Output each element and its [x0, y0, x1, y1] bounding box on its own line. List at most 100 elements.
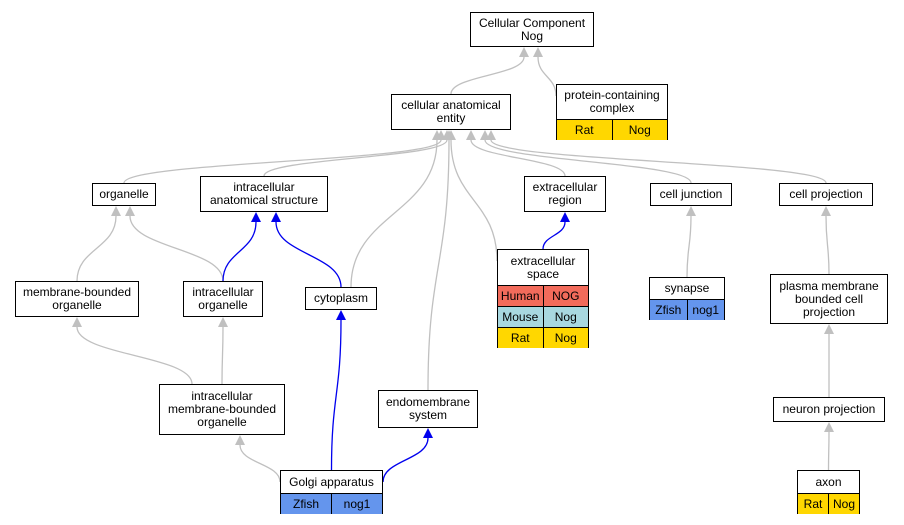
edge-arrowhead	[72, 317, 82, 327]
edge-arrowhead	[336, 310, 346, 320]
node-organelle[interactable]: organelle	[92, 183, 156, 206]
node-label: organelle	[99, 187, 149, 201]
node-label: protein-containing complex	[564, 88, 660, 115]
node-label: neuron projection	[782, 402, 876, 416]
edge-cyto-to-anat	[350, 139, 438, 288]
edge-organelle-to-anat	[123, 139, 442, 184]
node-label: intracellular membrane-bounded organelle	[167, 389, 277, 429]
edge-ias-to-anat	[263, 139, 448, 177]
species-rat: Rat	[798, 494, 828, 514]
edge-cj-to-anat	[484, 139, 692, 184]
ortholog-row: Rat Nog	[798, 493, 859, 514]
edge-pcc-to-root	[537, 56, 557, 97]
node-protein-containing-complex[interactable]: protein-containing complex Rat Nog	[556, 84, 668, 140]
node-cytoplasm[interactable]: cytoplasm	[305, 287, 377, 310]
node-label: axon	[815, 474, 842, 489]
edge-imbo-to-io	[221, 326, 224, 385]
edge-axon-to-np	[827, 431, 830, 471]
edge-endo-to-anat	[427, 139, 450, 391]
node-golgi-apparatus[interactable]: Golgi apparatus Zfish nog1	[280, 470, 383, 514]
species-zfish: Zfish	[650, 300, 687, 320]
node-label: cell junction	[659, 187, 723, 201]
node-extracellular-space[interactable]: extracellular space Human NOG Mouse Nog …	[497, 249, 589, 348]
edge-arrowhead	[533, 47, 543, 57]
species-rat: Rat	[498, 328, 543, 348]
node-synapse[interactable]: synapse Zfish nog1	[649, 277, 725, 320]
node-label: Cellular Component Nog	[478, 15, 586, 43]
node-axon[interactable]: axon Rat Nog	[797, 470, 860, 514]
edge-anat-to-root	[450, 56, 525, 95]
gene-symbol: Nog	[542, 328, 588, 348]
edge-cyto-to-ias	[275, 221, 342, 288]
node-cellular-component[interactable]: Cellular Component Nog	[470, 12, 594, 47]
node-label: extracellular region	[532, 180, 598, 207]
ortholog-row: Mouse Nog	[498, 306, 588, 327]
edge-arrowhead	[423, 428, 433, 438]
edge-arrowhead	[432, 130, 442, 140]
ortholog-row: Rat Nog	[498, 327, 588, 348]
edge-ecs-to-anat	[450, 139, 498, 262]
gene-symbol: Nog	[611, 120, 667, 140]
edge-arrowhead	[446, 130, 456, 140]
edge-arrowhead	[251, 212, 261, 222]
edge-golgi-to-endo	[382, 437, 429, 483]
node-label: cytoplasm	[313, 291, 369, 305]
node-intracellular-anatomical-structure[interactable]: intracellular anatomical structure	[200, 176, 328, 212]
node-label: Golgi apparatus	[289, 474, 374, 489]
edge-io-to-organelle	[129, 215, 224, 282]
edge-io-to-ias	[222, 221, 257, 282]
edge-arrowhead	[466, 130, 476, 140]
node-label: intracellular anatomical structure	[209, 180, 319, 207]
species-zfish: Zfish	[281, 494, 331, 514]
node-label: cell projection	[789, 187, 863, 201]
gene-symbol: NOG	[542, 286, 588, 306]
node-label: cellular anatomical entity	[401, 98, 501, 125]
node-neuron-projection[interactable]: neuron projection	[773, 397, 885, 422]
edge-arrowhead	[218, 317, 228, 327]
edge-golgi-to-imbo	[239, 444, 281, 483]
ortholog-row: Zfish nog1	[281, 493, 382, 514]
edge-arrowhead	[235, 435, 245, 445]
node-label: extracellular space	[510, 253, 576, 281]
node-cell-junction[interactable]: cell junction	[650, 183, 732, 206]
node-cellular-anatomical-entity[interactable]: cellular anatomical entity	[391, 94, 511, 130]
edge-arrowhead	[560, 212, 570, 222]
gene-symbol: Nog	[542, 307, 588, 327]
edge-imbo-to-mbo	[76, 326, 193, 385]
ortholog-row: Human NOG	[498, 285, 588, 306]
node-plasma-membrane-bounded-cell-projection[interactable]: plasma membrane bounded cell projection	[770, 274, 888, 324]
edge-golgi-to-cyto	[330, 319, 342, 471]
edge-cp-to-anat	[490, 139, 827, 184]
species-rat: Rat	[557, 120, 612, 140]
gene-symbol: Nog	[828, 494, 859, 514]
edge-ecs-to-ecr	[542, 221, 566, 250]
gene-symbol: nog1	[331, 494, 382, 514]
node-label: plasma membrane bounded cell projection	[779, 278, 879, 319]
node-intracellular-membrane-bounded-organelle[interactable]: intracellular membrane-bounded organelle	[159, 384, 285, 435]
edge-arrowhead	[824, 324, 834, 334]
node-label: endomembrane system	[385, 395, 471, 422]
edge-arrowhead	[824, 422, 834, 432]
node-cell-projection[interactable]: cell projection	[779, 183, 873, 206]
species-human: Human	[498, 286, 543, 306]
edge-pmb-to-cp	[825, 215, 830, 275]
edge-arrowhead	[271, 212, 281, 222]
gene-symbol: nog1	[686, 300, 724, 320]
node-intracellular-organelle[interactable]: intracellular organelle	[183, 281, 263, 317]
species-mouse: Mouse	[498, 307, 543, 327]
node-extracellular-region[interactable]: extracellular region	[524, 176, 606, 212]
edge-ecr-to-anat	[470, 139, 566, 177]
node-membrane-bounded-organelle[interactable]: membrane-bounded organelle	[15, 281, 139, 317]
node-label: synapse	[664, 281, 710, 295]
edge-arrowhead	[519, 47, 529, 57]
edge-arrowhead	[686, 206, 696, 216]
node-label: membrane-bounded organelle	[22, 285, 132, 312]
edge-arrowhead	[486, 130, 496, 140]
ortholog-row: Zfish nog1	[650, 299, 724, 320]
edge-arrowhead	[111, 206, 121, 216]
edge-syn-to-cj	[686, 215, 692, 278]
edge-mbo-to-organelle	[76, 215, 117, 282]
node-endomembrane-system[interactable]: endomembrane system	[378, 390, 478, 428]
